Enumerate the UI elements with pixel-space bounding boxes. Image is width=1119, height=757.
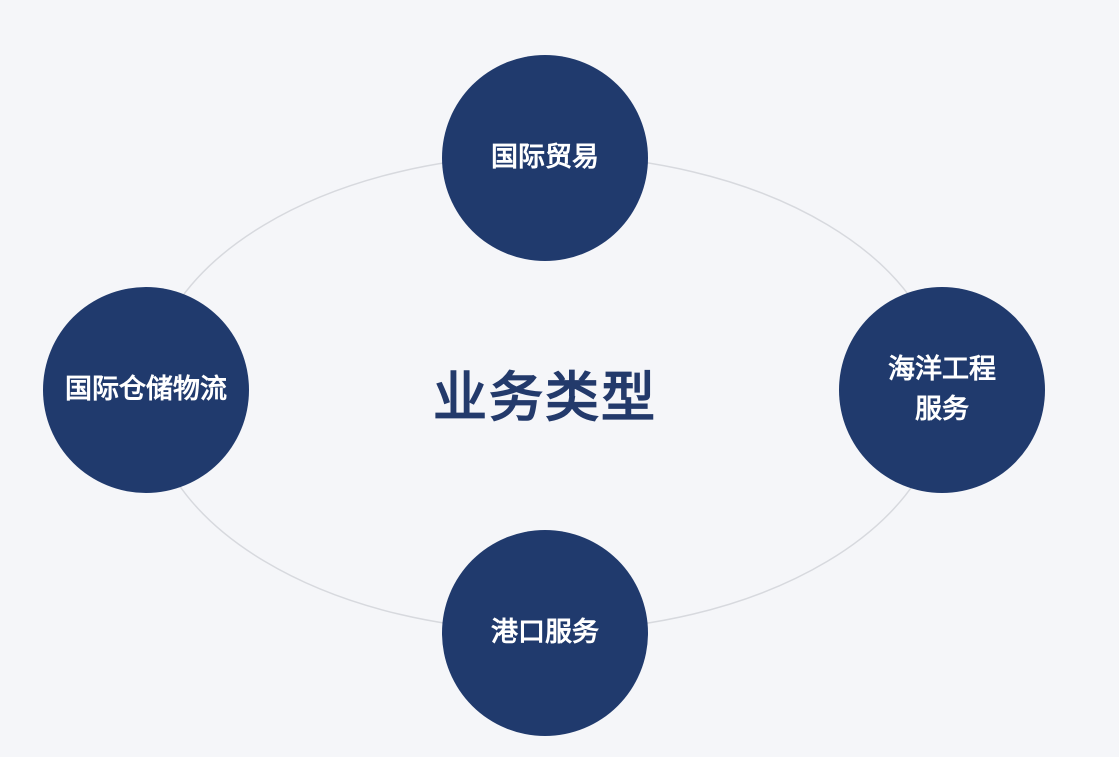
node-international-warehousing-logistics: 国际仓储物流 [43,287,249,493]
node-port-services: 港口服务 [442,530,648,736]
node-international-trade: 国际贸易 [442,55,648,261]
node-label: 海洋工程服务 [888,354,996,425]
node-marine-engineering-services: 海洋工程服务 [839,287,1045,493]
center-title: 业务类型 [433,366,657,429]
node-label: 国际仓储物流 [65,374,227,405]
node-label: 港口服务 [491,617,599,648]
node-label: 国际贸易 [491,142,599,173]
